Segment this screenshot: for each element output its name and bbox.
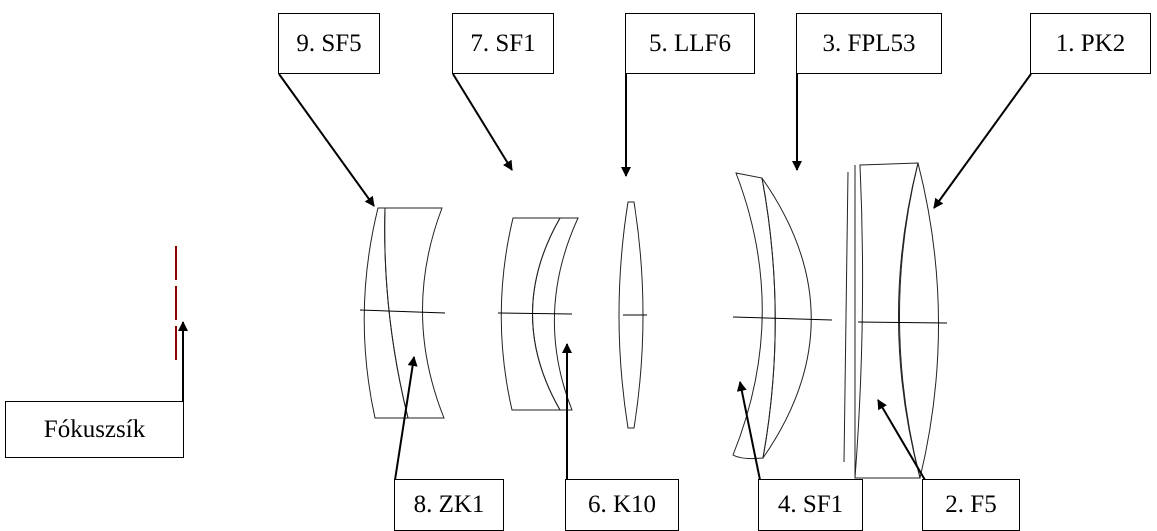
lens-group-5 [618, 201, 647, 429]
lens-group-4-3 [732, 172, 833, 460]
lens-element-9 [363, 207, 409, 419]
label-6-k10: 6. K10 [565, 479, 679, 531]
lens-element-3 [761, 177, 812, 459]
lens-element-5 [618, 201, 644, 429]
label-1-pk2: 1. PK2 [1030, 13, 1151, 74]
label-3-fpl53: 3. FPL53 [796, 13, 942, 74]
lens-group-2-1 [843, 162, 948, 479]
lens-element-8 [384, 207, 445, 419]
optical-axis-segment [497, 312, 573, 315]
label-4-sf1: 4. SF1 [758, 479, 863, 531]
lens-separator [843, 171, 849, 463]
label-2-f5: 2. F5 [922, 479, 1020, 531]
lens-element-6 [532, 217, 579, 411]
arrow-2 [877, 399, 926, 481]
arrow-7 [452, 73, 513, 171]
label-9-sf5: 9. SF5 [278, 13, 380, 74]
label-5-llf6: 5. LLF6 [625, 13, 755, 74]
arrow-9 [278, 73, 375, 207]
label-8-zk1: 8. ZK1 [394, 479, 504, 531]
lens-element-1 [899, 162, 939, 479]
arrow-1 [933, 73, 1032, 209]
arrow-8 [394, 356, 418, 481]
arrow-4 [736, 381, 761, 481]
optical-axis-segment [732, 316, 833, 321]
callout-arrows [178, 73, 1032, 481]
label-7-sf1: 7. SF1 [452, 13, 554, 74]
optical-axis-segment [359, 309, 446, 314]
label-focal-plane: Fókuszsík [5, 401, 184, 458]
optical-axis-segment [857, 321, 948, 324]
lens-group-7-6 [497, 217, 579, 411]
lens-group-9-8 [359, 207, 446, 419]
